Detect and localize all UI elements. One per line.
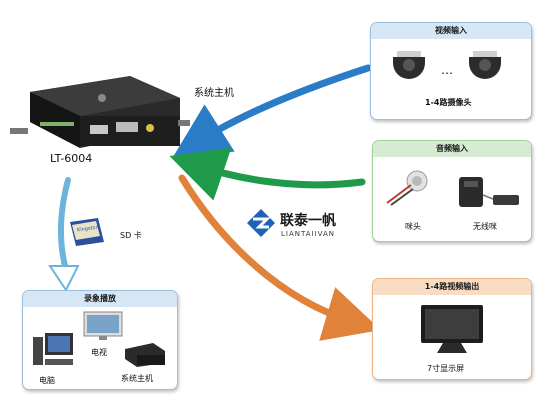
- host-label: 系统主机: [121, 374, 153, 383]
- sd-card-icon: Kingston: [66, 216, 106, 248]
- device-label: 系统主机: [194, 88, 234, 99]
- device-model-label: LT-6004: [50, 152, 93, 165]
- audio-input-panel: 音频输入 咪头 无线咪: [372, 140, 532, 242]
- playback-arrow: [57, 177, 71, 273]
- video-output-title: 1-4路视频输出: [373, 279, 531, 295]
- audio-input-title: 音频输入: [373, 141, 531, 157]
- playback-title: 录象播放: [23, 291, 177, 307]
- camera-icon: [467, 51, 503, 85]
- video-input-title: 视频输入: [371, 23, 531, 39]
- video-output-panel: 1-4路视频输出 7寸显示屏: [372, 278, 532, 380]
- video-input-arrow: [172, 64, 372, 159]
- dvr-device: [10, 70, 190, 150]
- microphone-icon: [383, 167, 433, 211]
- pc-label: 电脑: [39, 376, 55, 385]
- wireless-mic-icon: [453, 175, 523, 219]
- camera-icon: [391, 51, 427, 85]
- wireless-mic-label: 无线咪: [473, 222, 497, 231]
- playback-panel: 录象播放 电视 电脑 系统主机: [22, 290, 178, 390]
- video-output-caption: 7寸显示屏: [427, 364, 465, 373]
- playback-arrow-head: [48, 265, 80, 292]
- camera-ellipsis: …: [441, 63, 453, 77]
- video-input-caption: 1-4路摄像头: [425, 98, 472, 107]
- sd-card-label: SD 卡: [120, 231, 142, 240]
- brand-name: 联泰一帆: [280, 213, 336, 229]
- brand-logo: [246, 208, 276, 238]
- tv-icon: [83, 311, 123, 345]
- audio-input-arrow: [169, 147, 366, 201]
- video-input-panel: 视频输入 … 1-4路摄像头: [370, 22, 532, 120]
- monitor-icon: [419, 303, 485, 359]
- brand-name-en: LIANTAIIVAN: [281, 230, 336, 238]
- pc-icon: [31, 331, 75, 373]
- mic-label: 咪头: [405, 222, 421, 231]
- host-icon: [123, 341, 167, 373]
- video-output-arrow: [178, 174, 381, 341]
- tv-label: 电视: [91, 348, 107, 357]
